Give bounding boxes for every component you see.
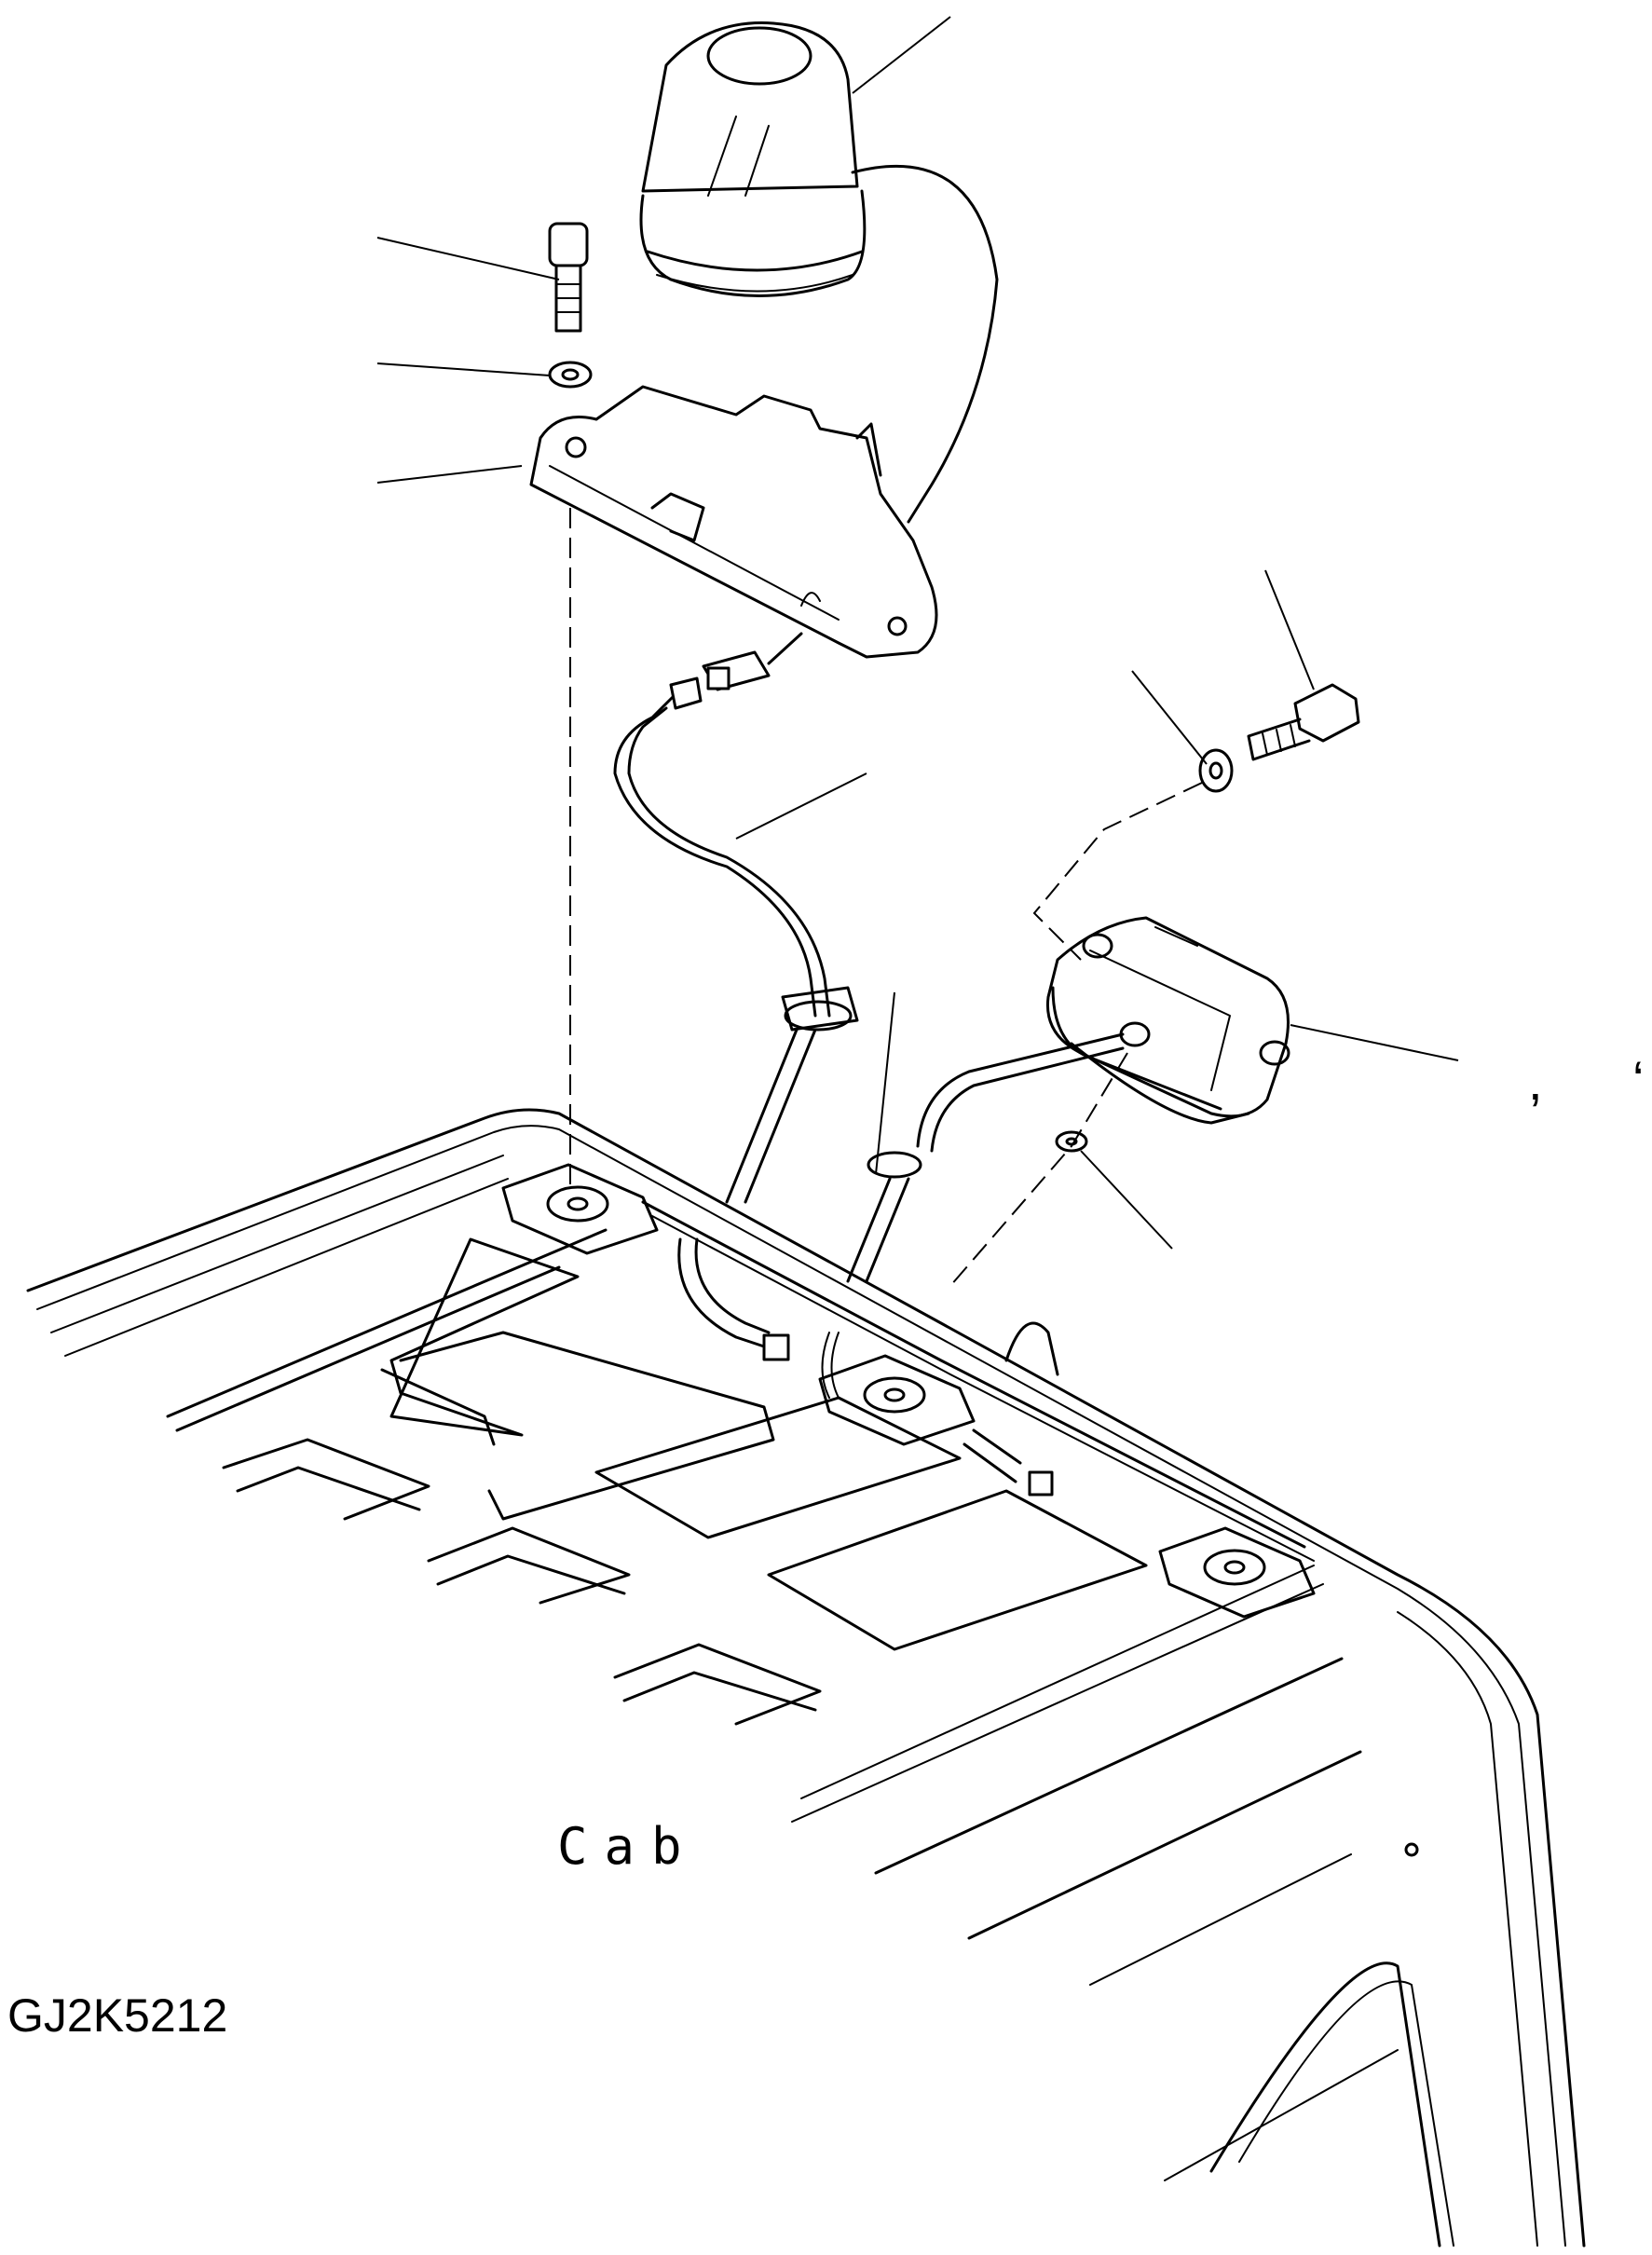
mount-boss-right	[1158, 1526, 1316, 1619]
harness-lower-end	[677, 1237, 1054, 1496]
stray-mark-tick: ʻ	[1632, 1052, 1644, 1111]
assembly-line-bolt-lamp	[1032, 782, 1203, 961]
mount-boss-center	[818, 1354, 976, 1446]
washer-right	[1198, 748, 1234, 793]
bolt-right	[1247, 683, 1360, 761]
cab-roof	[26, 1108, 1586, 2248]
washer-upper	[548, 361, 593, 389]
stray-mark-comma: ,	[1528, 1052, 1543, 1111]
bolt-upper	[548, 222, 589, 333]
drawing-code-label: GJ2K5212	[7, 1989, 227, 2042]
assembly-line-lamp-cab	[949, 1052, 1128, 1287]
connector-harness	[613, 632, 859, 1204]
washer-lower	[1055, 1130, 1088, 1153]
mount-boss-left	[501, 1163, 659, 1255]
cab-label: Cab	[557, 1817, 699, 1876]
rotating-beacon	[639, 21, 999, 524]
beacon-bracket	[529, 385, 938, 659]
work-lamp	[846, 916, 1290, 1283]
leader-lines	[376, 16, 1459, 1250]
